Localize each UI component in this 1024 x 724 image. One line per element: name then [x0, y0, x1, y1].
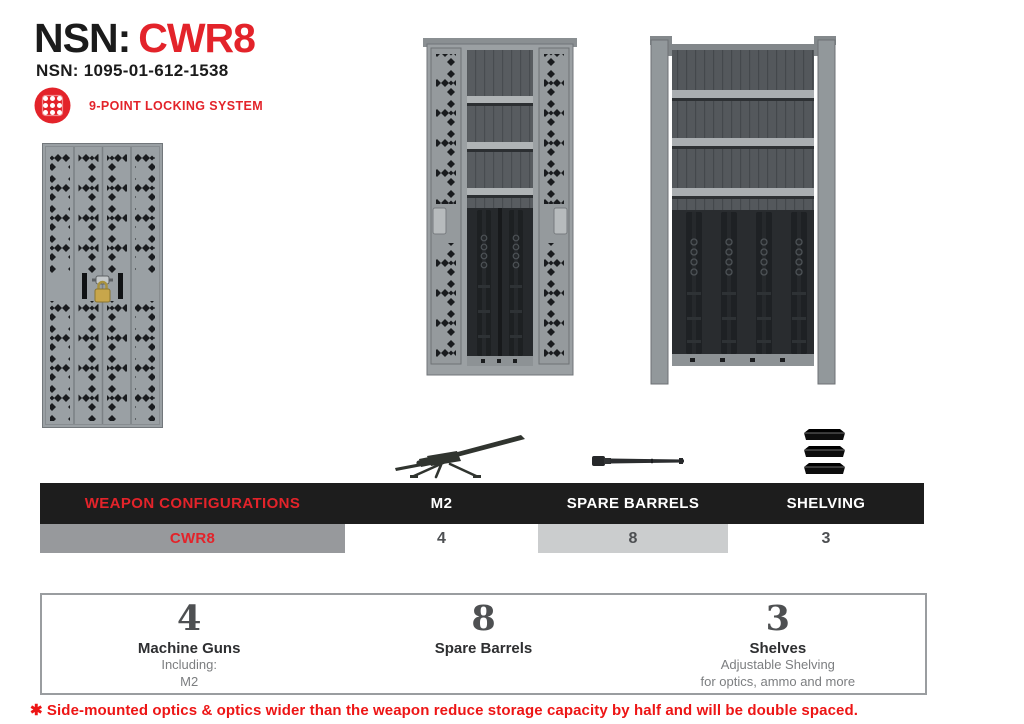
cell-model: CWR8 — [40, 524, 345, 553]
shelves-label: Shelves — [749, 639, 807, 657]
capacity-summary-box: 4 Machine Guns Including: M2 8 Spare Bar… — [40, 593, 927, 695]
capacity-card-machine-guns: 4 Machine Guns Including: M2 — [42, 595, 336, 693]
col-header-m2: M2 — [430, 495, 453, 512]
config-table: WEAPON CONFIGURATIONS M2 SPARE BARRELS S… — [40, 483, 924, 553]
locking-system-label: 9-POINT LOCKING SYSTEM — [89, 98, 264, 113]
capacity-card-shelves: 3 Shelves Adjustable Shelving for optics… — [631, 595, 925, 693]
shelves-count: 3 — [765, 598, 790, 639]
shelving-icon — [804, 429, 845, 474]
m2-machine-gun-icon — [395, 435, 525, 479]
nine-point-lock-icon — [34, 87, 71, 124]
machine-guns-label: Machine Guns — [137, 639, 241, 657]
spare-barrel-icon — [592, 456, 684, 466]
col-header-weapon-configurations: WEAPON CONFIGURATIONS — [84, 495, 301, 512]
config-table-header: WEAPON CONFIGURATIONS M2 SPARE BARRELS S… — [40, 483, 924, 524]
machine-guns-detail-2: M2 — [180, 673, 199, 689]
shelves-detail-1: Adjustable Shelving — [720, 656, 835, 672]
cell-shelving-count: 3 — [728, 524, 924, 553]
table-row: CWR8 4 8 3 — [40, 524, 924, 553]
footnote: ✱ Side-mounted optics & optics wider tha… — [30, 702, 858, 719]
cell-spare-barrels-count: 8 — [538, 524, 728, 553]
open-cabinet-doors-image — [423, 38, 577, 376]
cell-m2-count: 4 — [345, 524, 538, 553]
machine-guns-count: 4 — [176, 598, 202, 639]
shelves-detail-2: for optics, ammo and more — [700, 673, 856, 689]
machine-guns-detail-1: Including: — [161, 656, 217, 672]
col-header-shelving: SHELVING — [786, 495, 866, 512]
spare-barrels-count: 8 — [471, 598, 496, 639]
closed-cabinet-image — [42, 143, 163, 428]
page-title: NSN:CWR8 — [34, 15, 256, 61]
locking-system-badge: 9-POINT LOCKING SYSTEM — [34, 87, 263, 124]
nsn-number: NSN: 1095-01-612-1538 — [36, 61, 229, 80]
title-model: CWR8 — [138, 15, 256, 61]
capacity-card-spare-barrels: 8 Spare Barrels — [336, 595, 630, 693]
spare-barrels-label: Spare Barrels — [434, 639, 533, 657]
title-nsn-prefix: NSN: — [34, 15, 131, 61]
open-cabinet-wide-image — [650, 36, 836, 385]
col-header-spare-barrels: SPARE BARRELS — [566, 495, 700, 512]
